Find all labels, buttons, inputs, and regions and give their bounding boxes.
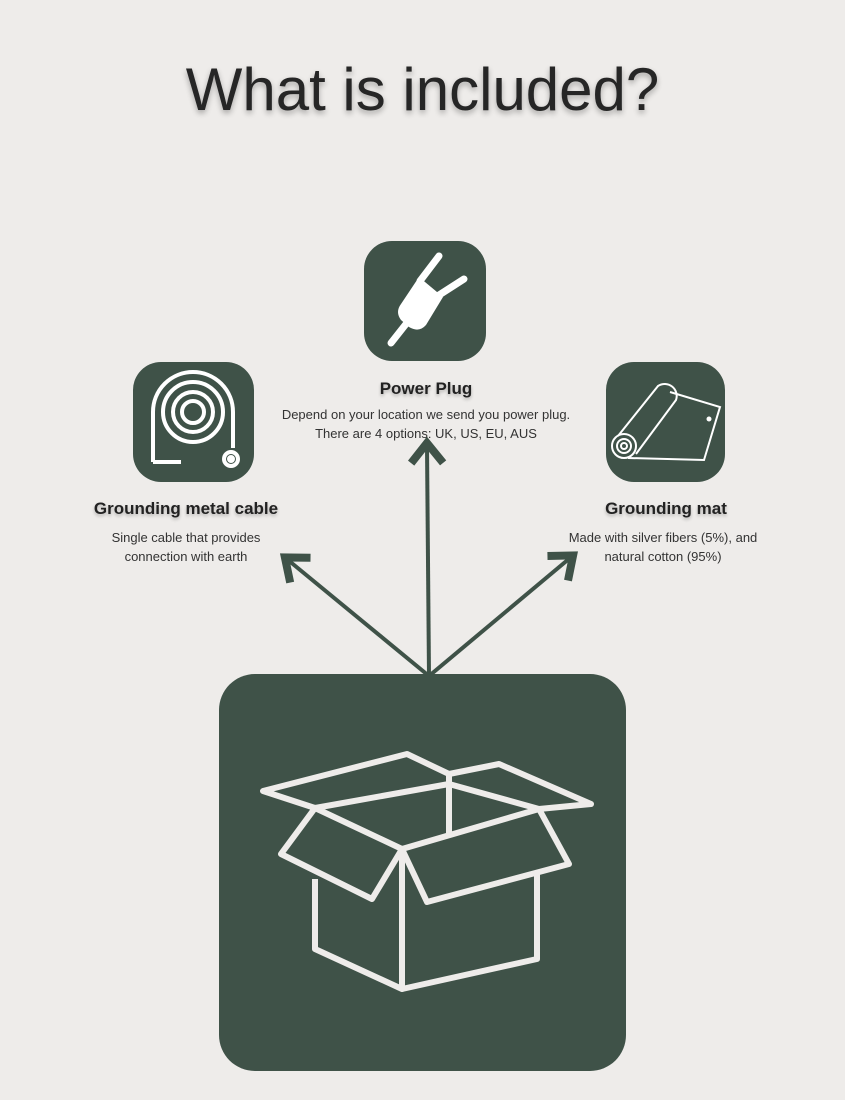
open-box-icon <box>260 751 594 992</box>
description-line: natural cotton (95%) <box>604 549 722 564</box>
arrow-to-cable <box>279 553 431 678</box>
description-line: connection with earth <box>124 549 248 564</box>
arrow-to-plug <box>407 436 447 677</box>
page-title: What is included? <box>185 56 660 123</box>
power-plug-icon <box>387 252 468 347</box>
arrow-to-mat <box>427 551 578 678</box>
cable-coil-icon <box>151 370 240 468</box>
item-title-cable: Grounding metal cable <box>93 499 279 518</box>
mat-roll-icon <box>611 383 722 462</box>
item-title-power-plug: Power Plug <box>379 379 473 398</box>
description-line: Depend on your location we send you powe… <box>281 407 571 422</box>
description-line: Made with silver fibers (5%), and <box>568 530 758 545</box>
item-title-mat: Grounding mat <box>605 499 727 518</box>
mat-tile <box>606 362 725 482</box>
description-line: Single cable that provides <box>111 530 261 545</box>
box-tile <box>219 674 626 1071</box>
item-description-cable: Single cable that provides connection wi… <box>60 528 312 566</box>
description-line: There are 4 options: UK, US, EU, AUS <box>315 426 537 441</box>
cable-tile <box>133 362 254 482</box>
power-plug-tile <box>364 241 486 361</box>
item-description-mat: Made with silver fibers (5%), and natura… <box>537 528 789 566</box>
item-description-power-plug: Depend on your location we send you powe… <box>250 405 602 443</box>
